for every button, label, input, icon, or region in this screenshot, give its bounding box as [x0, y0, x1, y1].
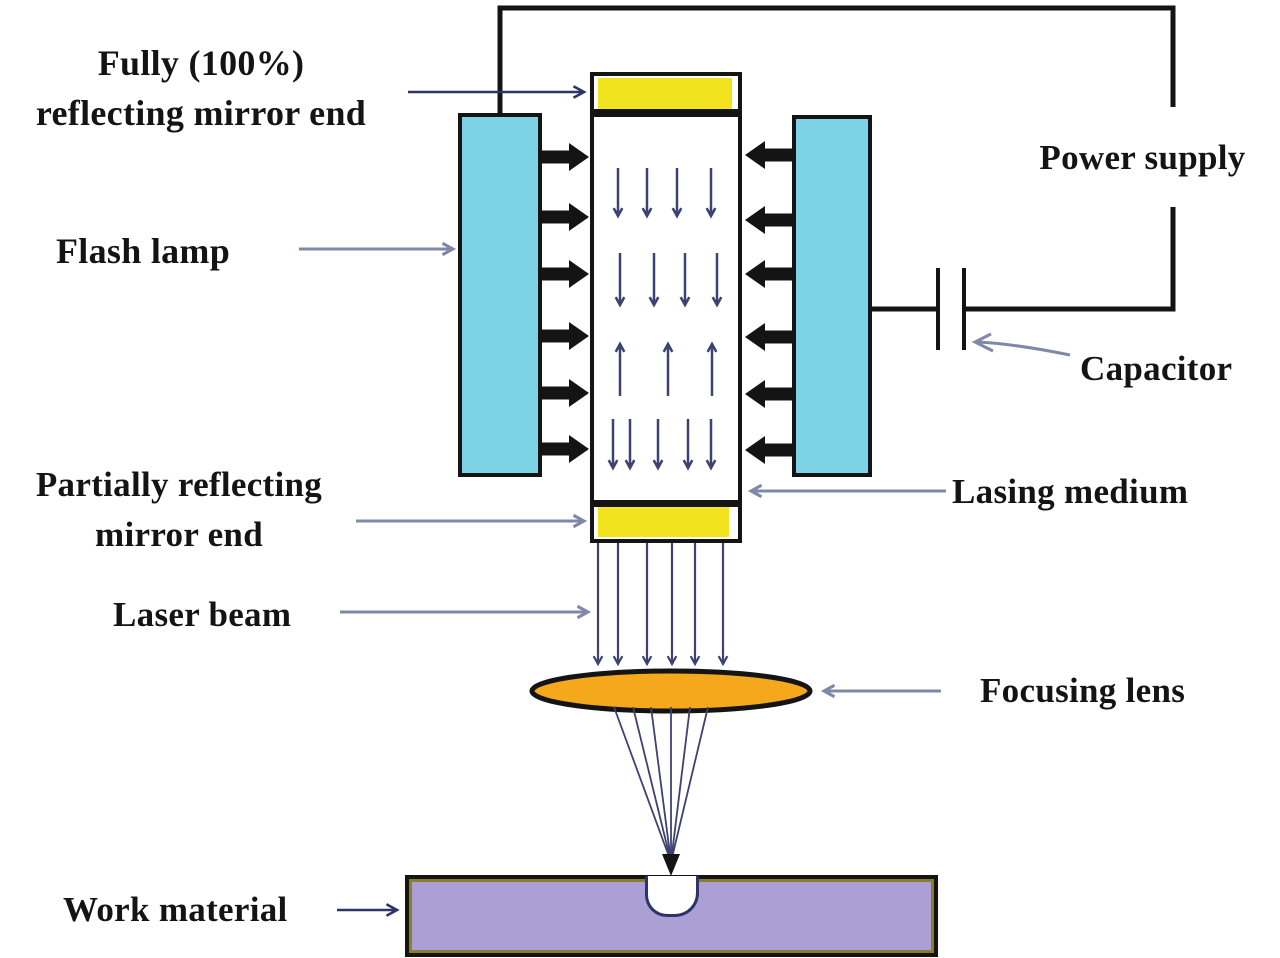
label-partially-reflecting-mirror: Partially reflecting mirror end [0, 460, 358, 560]
converging-line-4 [670, 706, 691, 863]
label-fully-reflecting-mirror: Fully (100%) reflecting mirror end [4, 38, 398, 138]
label-laser-beam: Laser beam [113, 595, 292, 634]
label-arrow-focusing-lens [820, 683, 941, 699]
wire-powersupply-right [966, 207, 1176, 312]
laser-beam-line-0 [592, 543, 604, 667]
pump-arrow-left-2 [542, 260, 589, 288]
converging-line-2 [650, 706, 672, 863]
converging-line-1 [632, 706, 672, 863]
label-flash-lamp: Flash lamp [56, 231, 231, 271]
pump-arrow-left-3 [542, 322, 589, 350]
label-arrow-laser-beam [340, 604, 592, 620]
fully-reflecting-mirror [598, 78, 732, 109]
pump-arrow-left-4 [542, 379, 589, 407]
label-power-supply: Power supply [1039, 138, 1246, 177]
laser-cavity [590, 72, 742, 543]
mirror-divider-top [594, 109, 738, 117]
focal-arrowhead [662, 854, 680, 876]
laser-beam-line-2 [641, 543, 653, 667]
flash-lamp-left [458, 113, 542, 477]
converging-line-0 [613, 706, 672, 863]
converging-line-5 [670, 706, 709, 863]
label-lasing-medium: Lasing medium [952, 472, 1189, 511]
laser-beam-line-1 [612, 543, 624, 667]
label-arrow-capacitor-head [971, 332, 994, 353]
flash-lamp-right [792, 115, 872, 477]
label-fully-reflecting-line2: reflecting mirror end [35, 93, 367, 133]
pump-arrow-left-1 [542, 203, 589, 231]
focusing-lens [529, 668, 813, 714]
label-partially-reflecting-line2: mirror end [95, 515, 263, 554]
laser-beam-line-3 [666, 543, 678, 667]
label-work-material: Work material [63, 890, 288, 929]
laser-beam-line-4 [689, 543, 701, 667]
pump-arrow-left-5 [542, 435, 589, 463]
mirror-divider-bottom [594, 500, 738, 507]
pump-arrow-right-5 [745, 436, 792, 464]
label-capacitor: Capacitor [1080, 349, 1233, 388]
partially-reflecting-mirror [598, 507, 729, 537]
label-focusing-lens: Focusing lens [980, 671, 1186, 710]
laser-beam-line-5 [717, 543, 729, 667]
label-fully-reflecting-line1: Fully (100%) [97, 43, 305, 83]
pump-arrow-right-2 [745, 260, 792, 288]
pump-arrow-right-0 [745, 141, 792, 169]
label-arrow-capacitor-shaft [977, 340, 1071, 357]
machined-crater [645, 876, 699, 917]
pump-arrow-right-3 [745, 323, 792, 351]
label-arrow-fully-reflecting [408, 85, 587, 99]
label-arrow-partially-reflecting [356, 513, 588, 529]
label-arrow-work-material [337, 903, 400, 917]
label-arrow-lasing-medium [747, 483, 946, 499]
label-partially-reflecting-line1: Partially reflecting [35, 465, 323, 504]
label-arrow-flash-lamp [299, 241, 457, 257]
pump-arrow-left-0 [542, 143, 589, 171]
pump-arrow-right-1 [745, 206, 792, 234]
pump-arrow-right-4 [745, 380, 792, 408]
